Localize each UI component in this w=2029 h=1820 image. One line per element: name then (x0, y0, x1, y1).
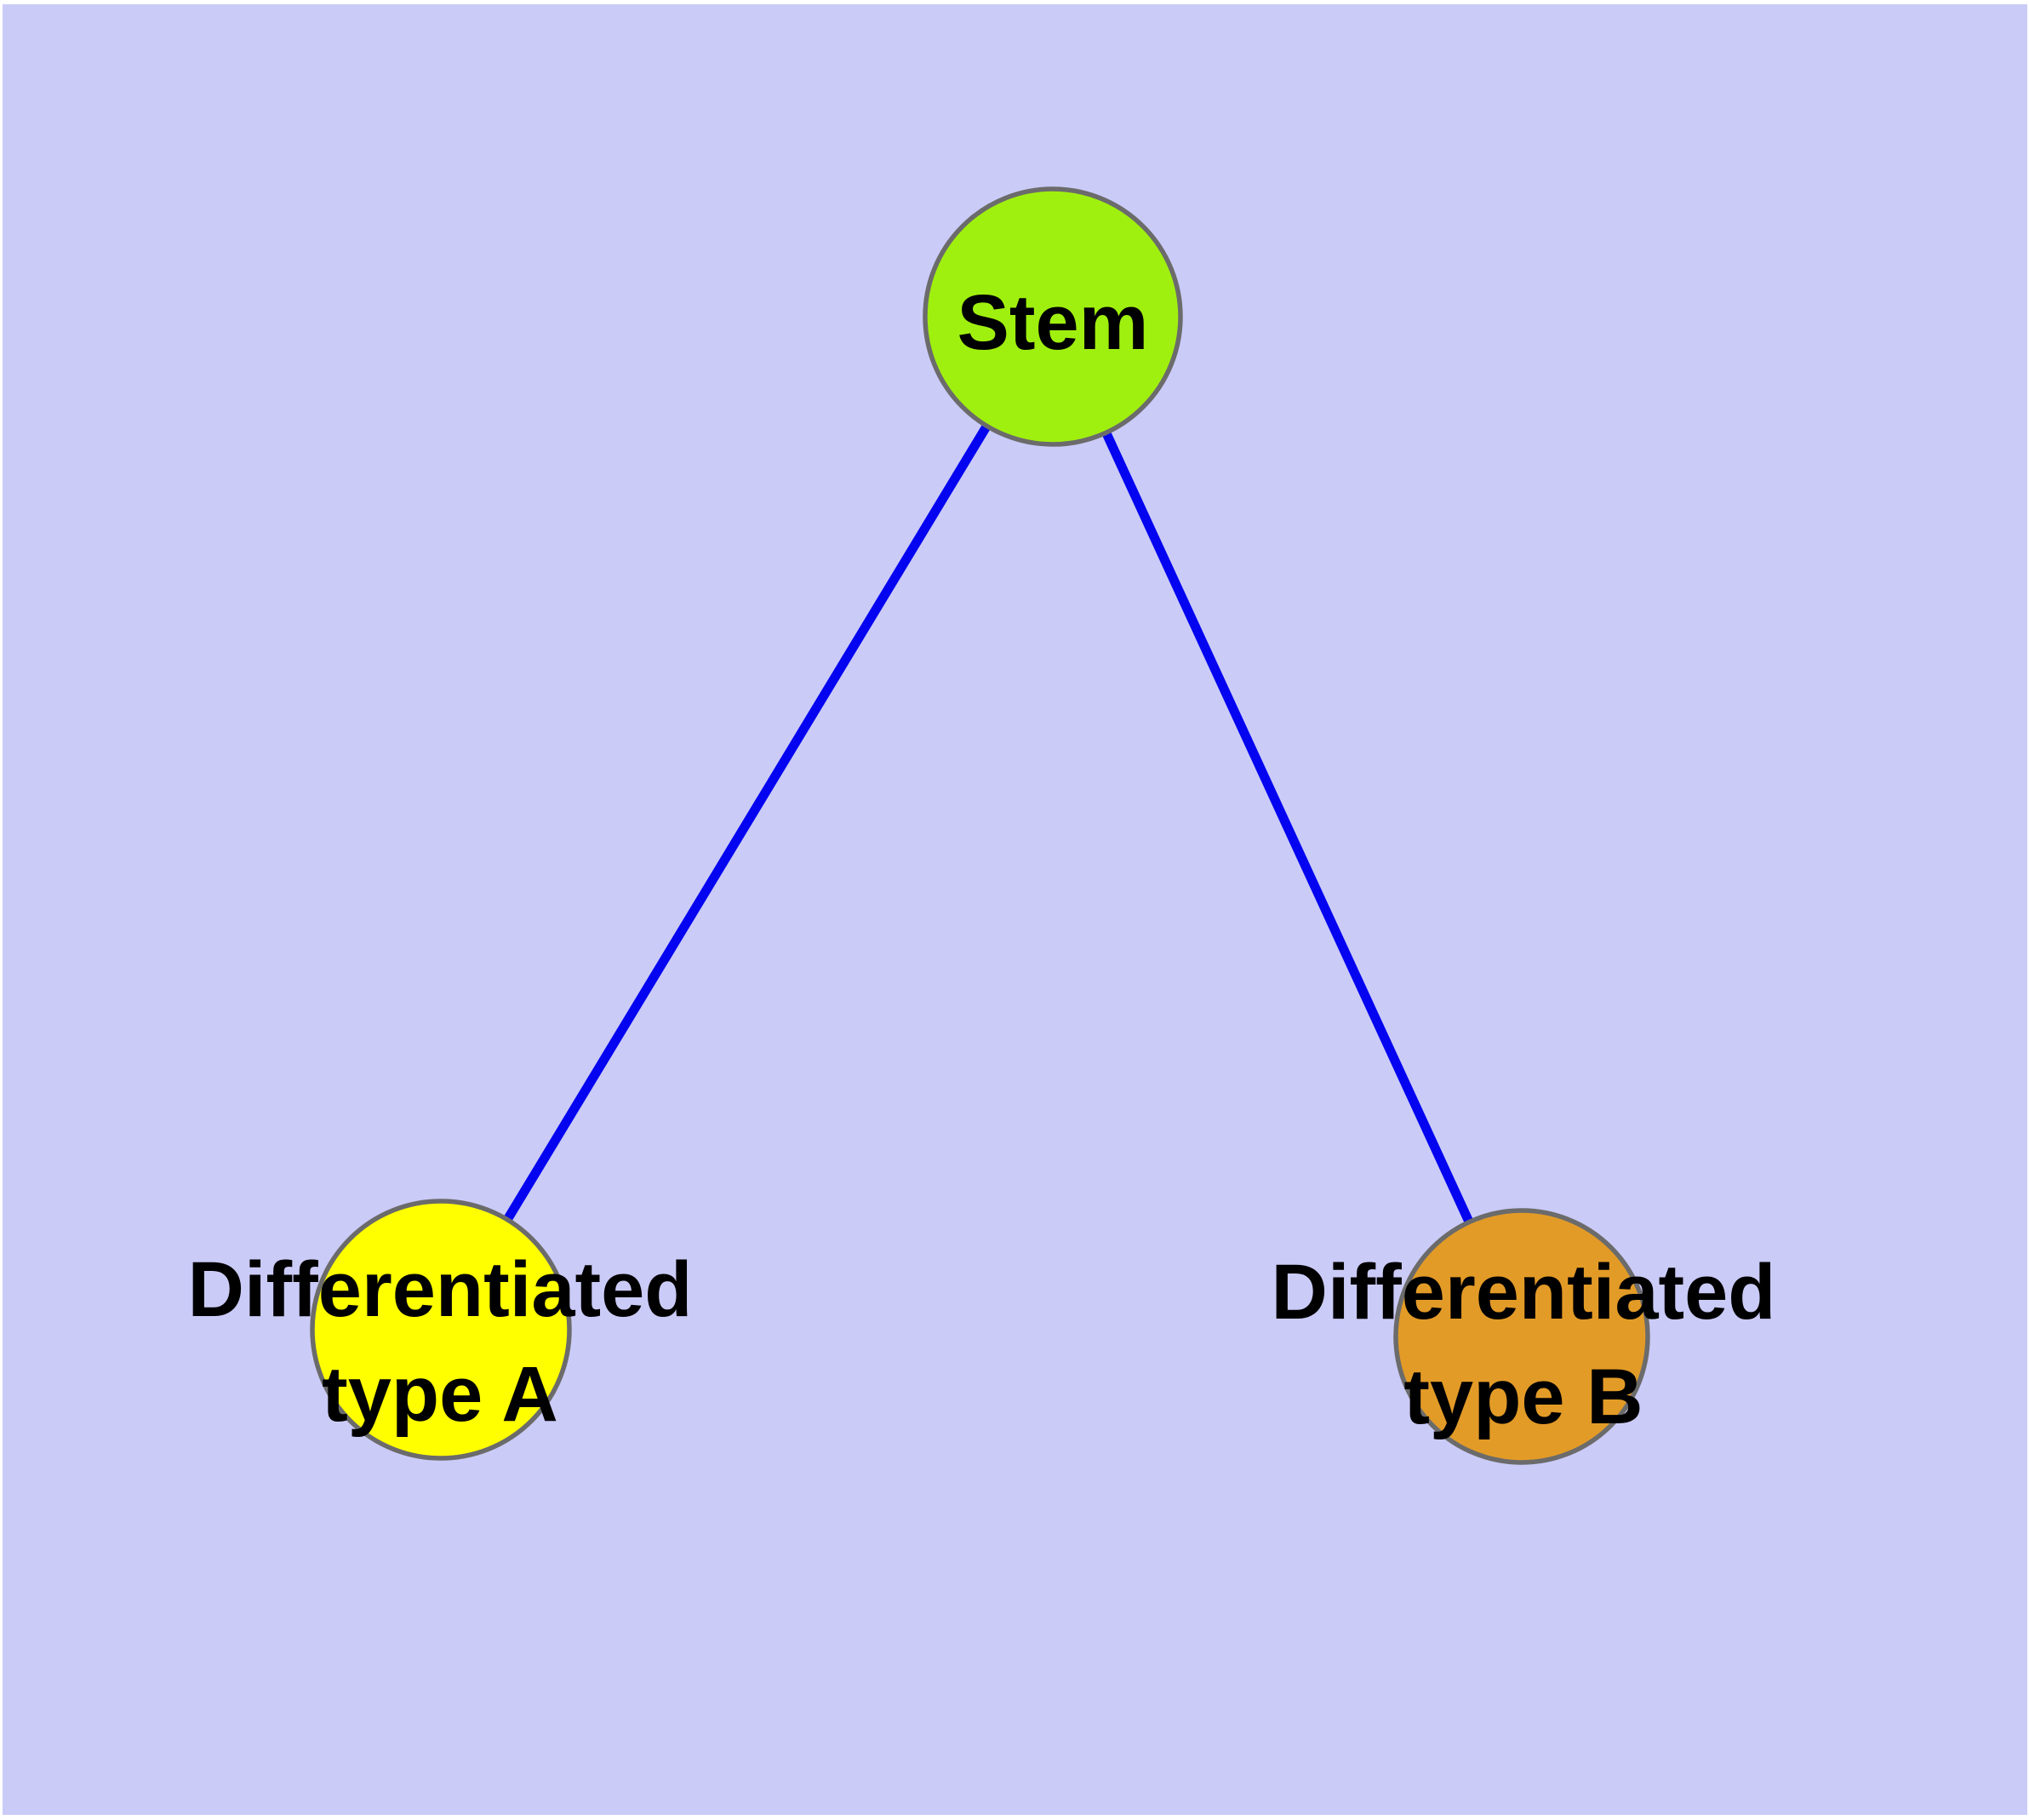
stem-node-label: Stem (957, 279, 1149, 366)
edges (437, 314, 1526, 1339)
type-a-node-label-line2: type A (322, 1351, 558, 1438)
type-b-node-circle (1393, 1208, 1650, 1465)
type-b-node-label-line2: type B (1403, 1354, 1643, 1440)
node-differentiated-type-b: Differentiated type B (1272, 1208, 1776, 1465)
edge-stem-to-type-a (437, 314, 1057, 1332)
type-a-node-circle (310, 1199, 572, 1461)
node-stem: Stem (923, 186, 1183, 447)
node-differentiated-type-a: Differentiated type A (188, 1199, 693, 1461)
type-a-node-label-line1: Differentiated (188, 1246, 693, 1333)
stem-node-circle (923, 186, 1183, 447)
type-b-node-label-line1: Differentiated (1272, 1249, 1776, 1336)
edge-stem-to-type-b (1049, 314, 1526, 1339)
